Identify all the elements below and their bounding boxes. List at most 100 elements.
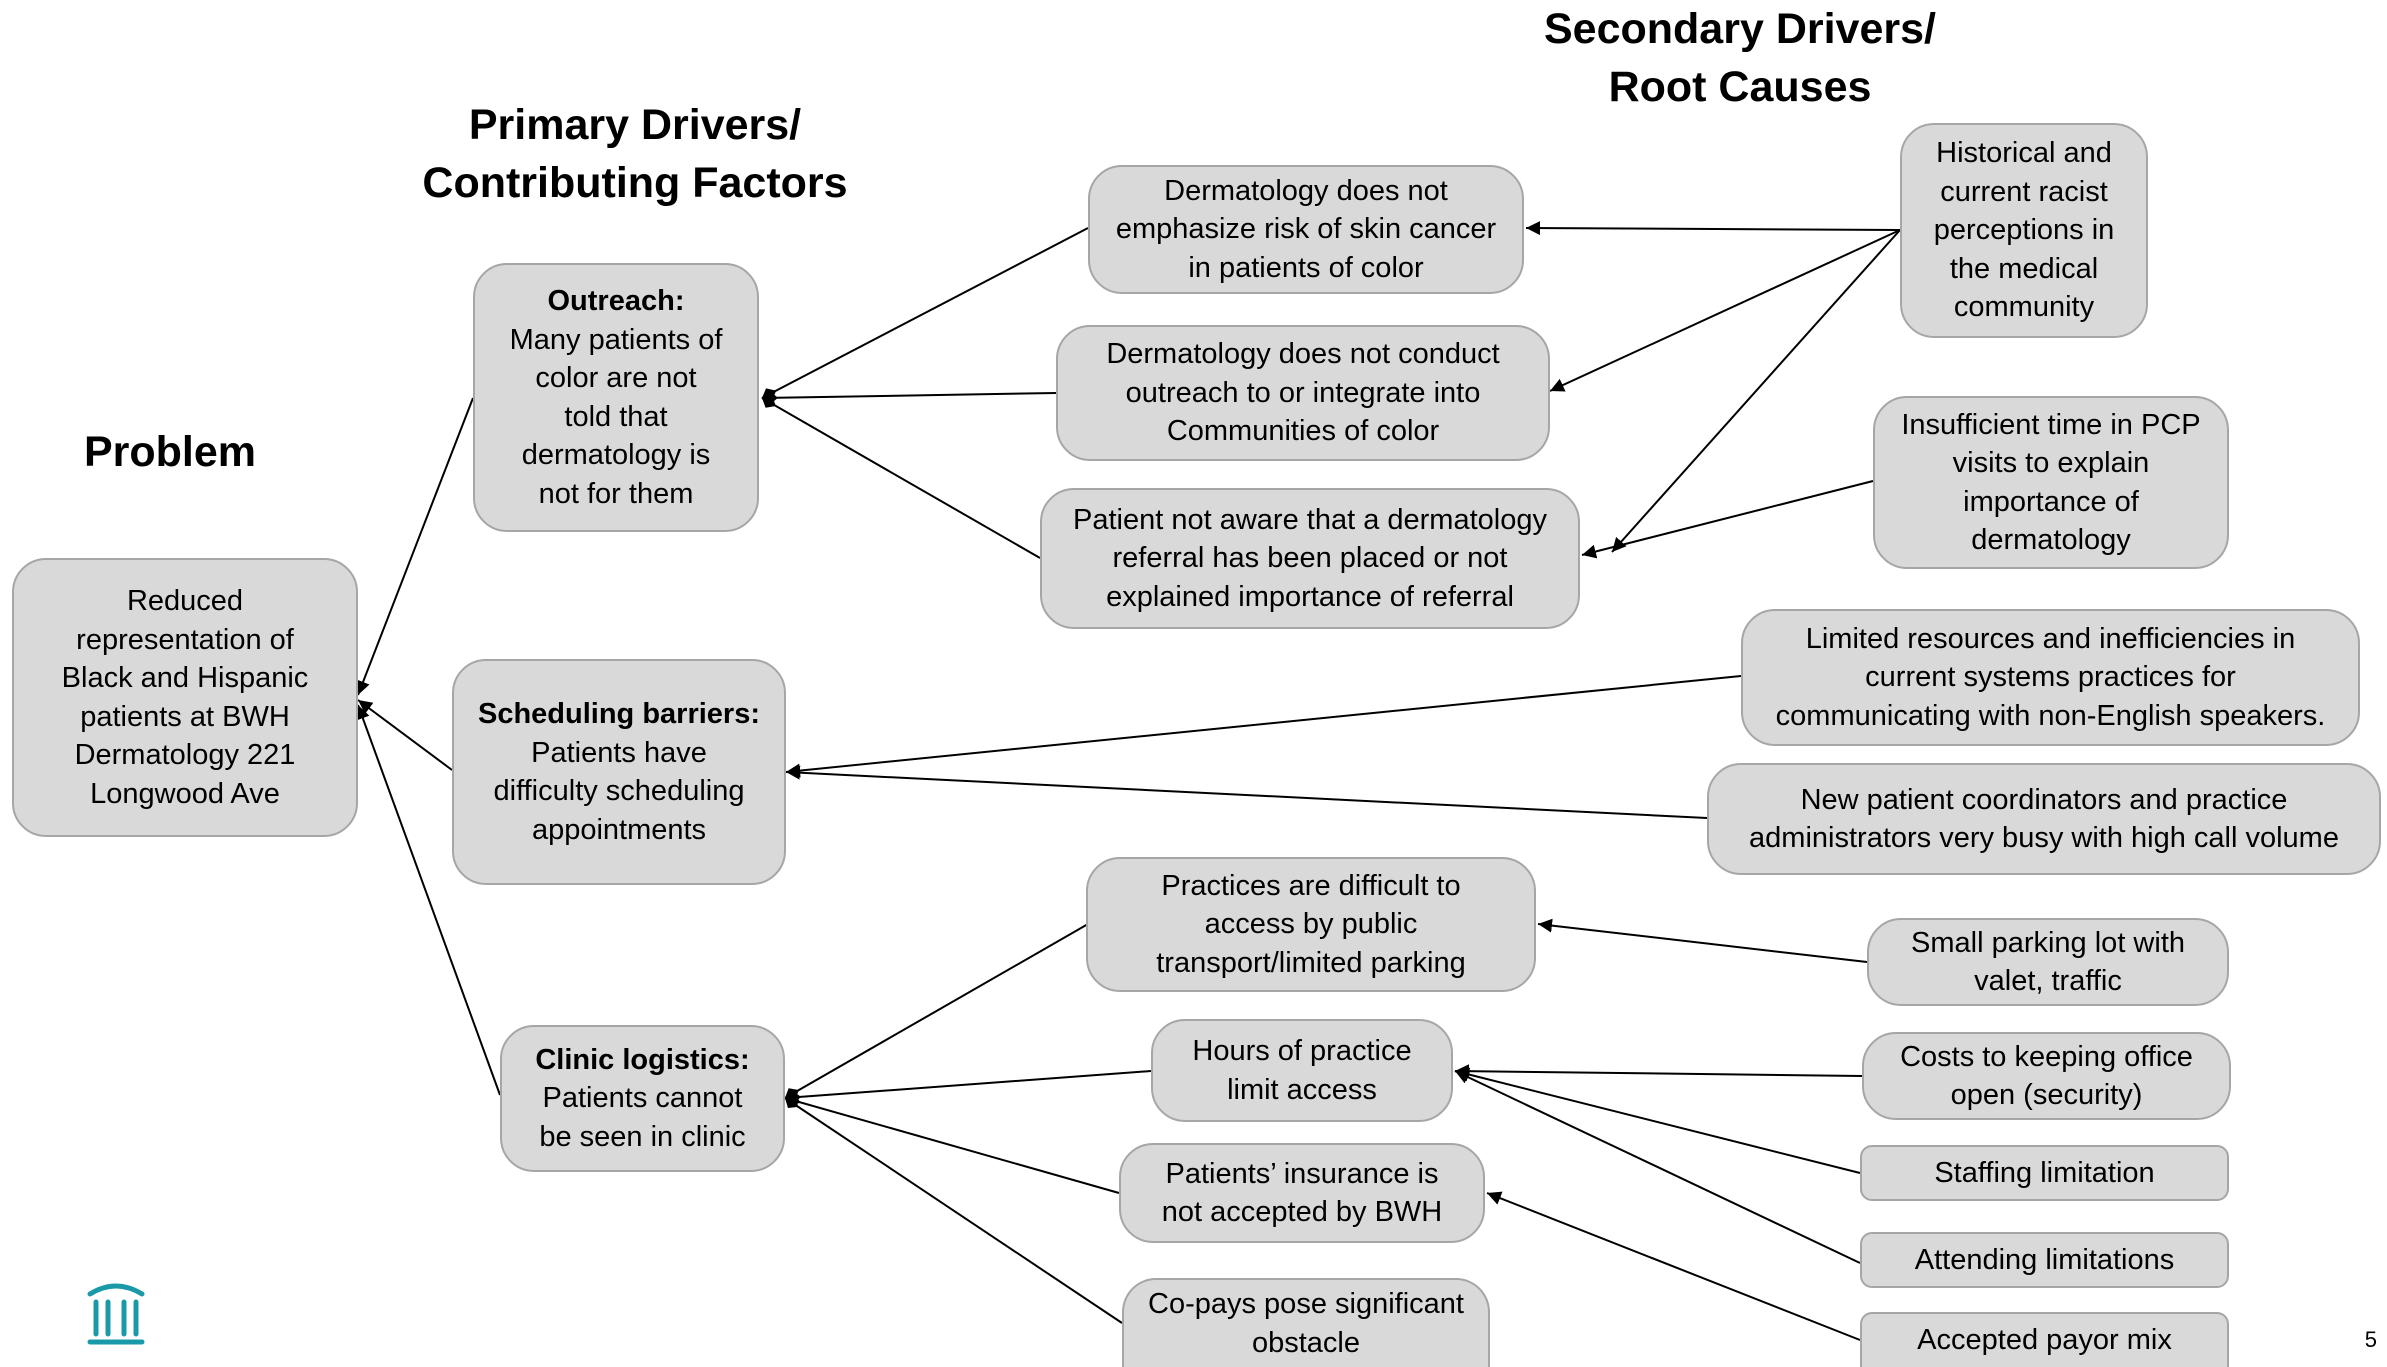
outreach-line: told that <box>564 400 668 433</box>
primary-scheduling-box: Scheduling barriers: Patients have diffi… <box>452 659 786 885</box>
problem-line: Reduced <box>126 585 244 617</box>
scheduling-line: Patients have <box>531 736 707 769</box>
problem-line: patients at BWH <box>80 700 290 733</box>
root-line: open (security) <box>1950 1079 2143 1111</box>
root-line: the medical <box>1949 252 2099 285</box>
factor-line: Co-pays pose significant <box>1148 1288 1464 1320</box>
arrow-racist-to-conduct <box>1549 229 1901 392</box>
root-line: New patient coordinators and practice <box>1800 783 2288 816</box>
factor-line: explained importance of referral <box>1106 580 1514 613</box>
factor-line: Dermatology does not conduct <box>1106 338 1500 371</box>
factor-line: in patients of color <box>1188 251 1424 284</box>
root-line: visits to explain <box>1952 447 2150 479</box>
heading-problem: Problem <box>83 428 257 476</box>
root-limited-box: Limited resources and inefficiencies in … <box>1741 609 2360 746</box>
arrow-racist-to-emphasize <box>1525 221 1901 236</box>
outreach-line: not for them <box>538 477 694 510</box>
root-parking-box: Small parking lot with valet, traffic <box>1867 918 2229 1006</box>
root-line: Attending limitations <box>1914 1243 2175 1276</box>
root-line: administrators very busy with high call … <box>1749 822 2339 854</box>
arrow-conduct-to-outreach <box>761 391 1057 405</box>
factor-line: limit access <box>1227 1073 1377 1106</box>
heading-secondary-drivers: Secondary Drivers/ Root Causes <box>1500 0 1980 116</box>
arrow-hours-to-clinic <box>784 1070 1152 1105</box>
problem-line: Black and Hispanic <box>61 662 309 694</box>
factor-emphasize-box: Dermatology does not emphasize risk of s… <box>1088 165 1524 294</box>
outreach-line: color are not <box>535 362 697 394</box>
factor-line: emphasize risk of skin cancer <box>1115 213 1497 246</box>
factor-line: Hours of practice <box>1192 1035 1412 1067</box>
root-line: Costs to keeping office <box>1900 1040 2193 1073</box>
factor-access-box: Practices are difficult to access by pub… <box>1086 857 1536 992</box>
root-line: importance of <box>1963 485 2139 518</box>
heading-primary-drivers: Primary Drivers/ Contributing Factors <box>395 96 875 212</box>
root-line: current racist <box>1940 175 2108 208</box>
root-attending-box: Attending limitations <box>1860 1232 2229 1288</box>
outreach-title: Outreach: <box>547 285 685 317</box>
arrow-emphasize-to-outreach <box>761 227 1089 401</box>
heading-secondary-line-2: Root Causes <box>1608 63 1872 111</box>
factor-line: Dermatology does not <box>1164 174 1448 207</box>
root-line: valet, traffic <box>1974 965 2122 997</box>
factor-line: transport/limited parking <box>1156 946 1466 979</box>
scheduling-line: difficulty scheduling <box>493 775 745 807</box>
outreach-line: dermatology is <box>521 439 711 471</box>
clinic-title: Clinic logistics: <box>535 1043 750 1076</box>
arrow-racist-to-referral <box>1611 229 1901 553</box>
arrow-insurance-to-clinic <box>784 1093 1120 1194</box>
problem-line: representation of <box>76 623 294 656</box>
factor-line: Communities of color <box>1166 415 1440 448</box>
scheduling-line: appointments <box>531 813 707 846</box>
root-line: Accepted payor mix <box>1917 1324 2172 1357</box>
factor-hours-box: Hours of practice limit access <box>1151 1019 1453 1122</box>
problem-box: Reduced representation of Black and Hisp… <box>12 558 358 837</box>
root-line: Historical and <box>1936 137 2112 170</box>
root-line: dermatology <box>1971 524 2131 556</box>
outreach-line: Many patients of <box>509 323 723 356</box>
primary-clinic-box: Clinic logistics: Patients cannot be see… <box>500 1025 785 1172</box>
arrow-clinic-to-problem <box>356 704 501 1096</box>
root-pcp-box: Insufficient time in PCP visits to expla… <box>1873 396 2229 569</box>
root-line: current systems practices for <box>1865 661 2236 694</box>
factor-referral-box: Patient not aware that a dermatology ref… <box>1040 488 1580 629</box>
root-line: Small parking lot with <box>1911 926 2185 959</box>
arrow-outreach-to-problem <box>356 397 474 696</box>
heading-secondary-line-1: Secondary Drivers/ <box>1544 5 1936 53</box>
arrow-coordinators-to-scheduling <box>785 765 1708 819</box>
arrow-access-to-clinic <box>784 923 1089 1100</box>
primary-outreach-box: Outreach: Many patients of color are not… <box>473 263 759 532</box>
factor-line: referral has been placed or not <box>1112 542 1508 575</box>
heading-primary-line-2: Contributing Factors <box>422 159 848 207</box>
factor-line: Patients’ insurance is <box>1165 1157 1439 1190</box>
root-line: communicating with non-English speakers. <box>1775 699 2326 732</box>
arrow-referral-to-outreach <box>761 396 1041 559</box>
root-line: Insufficient time in PCP <box>1901 408 2201 441</box>
factor-outreach-conduct-box: Dermatology does not conduct outreach to… <box>1056 325 1550 461</box>
arrow-copays-to-clinic <box>784 1096 1123 1324</box>
root-costs-box: Costs to keeping office open (security) <box>1862 1032 2231 1120</box>
arrow-costs-to-hours <box>1454 1064 1863 1079</box>
root-line: community <box>1953 291 2095 324</box>
page-number: 5 <box>2364 1327 2377 1352</box>
factor-line: Patient not aware that a dermatology <box>1073 503 1547 536</box>
factor-line: obstacle <box>1251 1326 1360 1359</box>
scheduling-title: Scheduling barriers: <box>477 698 760 730</box>
root-line: perceptions in <box>1933 214 2115 247</box>
root-line: Staffing limitation <box>1934 1156 2155 1189</box>
heading-primary-line-1: Primary Drivers/ <box>468 101 802 149</box>
arrow-staffing-to-hours <box>1454 1067 1861 1174</box>
hospital-building-icon <box>87 1283 145 1345</box>
root-racist-box: Historical and current racist perception… <box>1900 123 2148 338</box>
clinic-line: Patients cannot <box>542 1082 743 1115</box>
factor-line: Practices are difficult to <box>1161 869 1461 902</box>
arrow-pcp-to-referral <box>1581 480 1874 559</box>
problem-line: Dermatology 221 <box>74 739 296 771</box>
arrow-attending-to-hours <box>1454 1070 1861 1264</box>
clinic-line: be seen in clinic <box>539 1120 746 1153</box>
factor-line: not accepted by BWH <box>1161 1196 1443 1228</box>
root-coordinators-box: New patient coordinators and practice ad… <box>1707 763 2381 875</box>
factor-insurance-box: Patients’ insurance is not accepted by B… <box>1119 1143 1485 1243</box>
factor-line: access by public <box>1204 908 1418 941</box>
arrow-limited-to-scheduling <box>785 675 1742 778</box>
